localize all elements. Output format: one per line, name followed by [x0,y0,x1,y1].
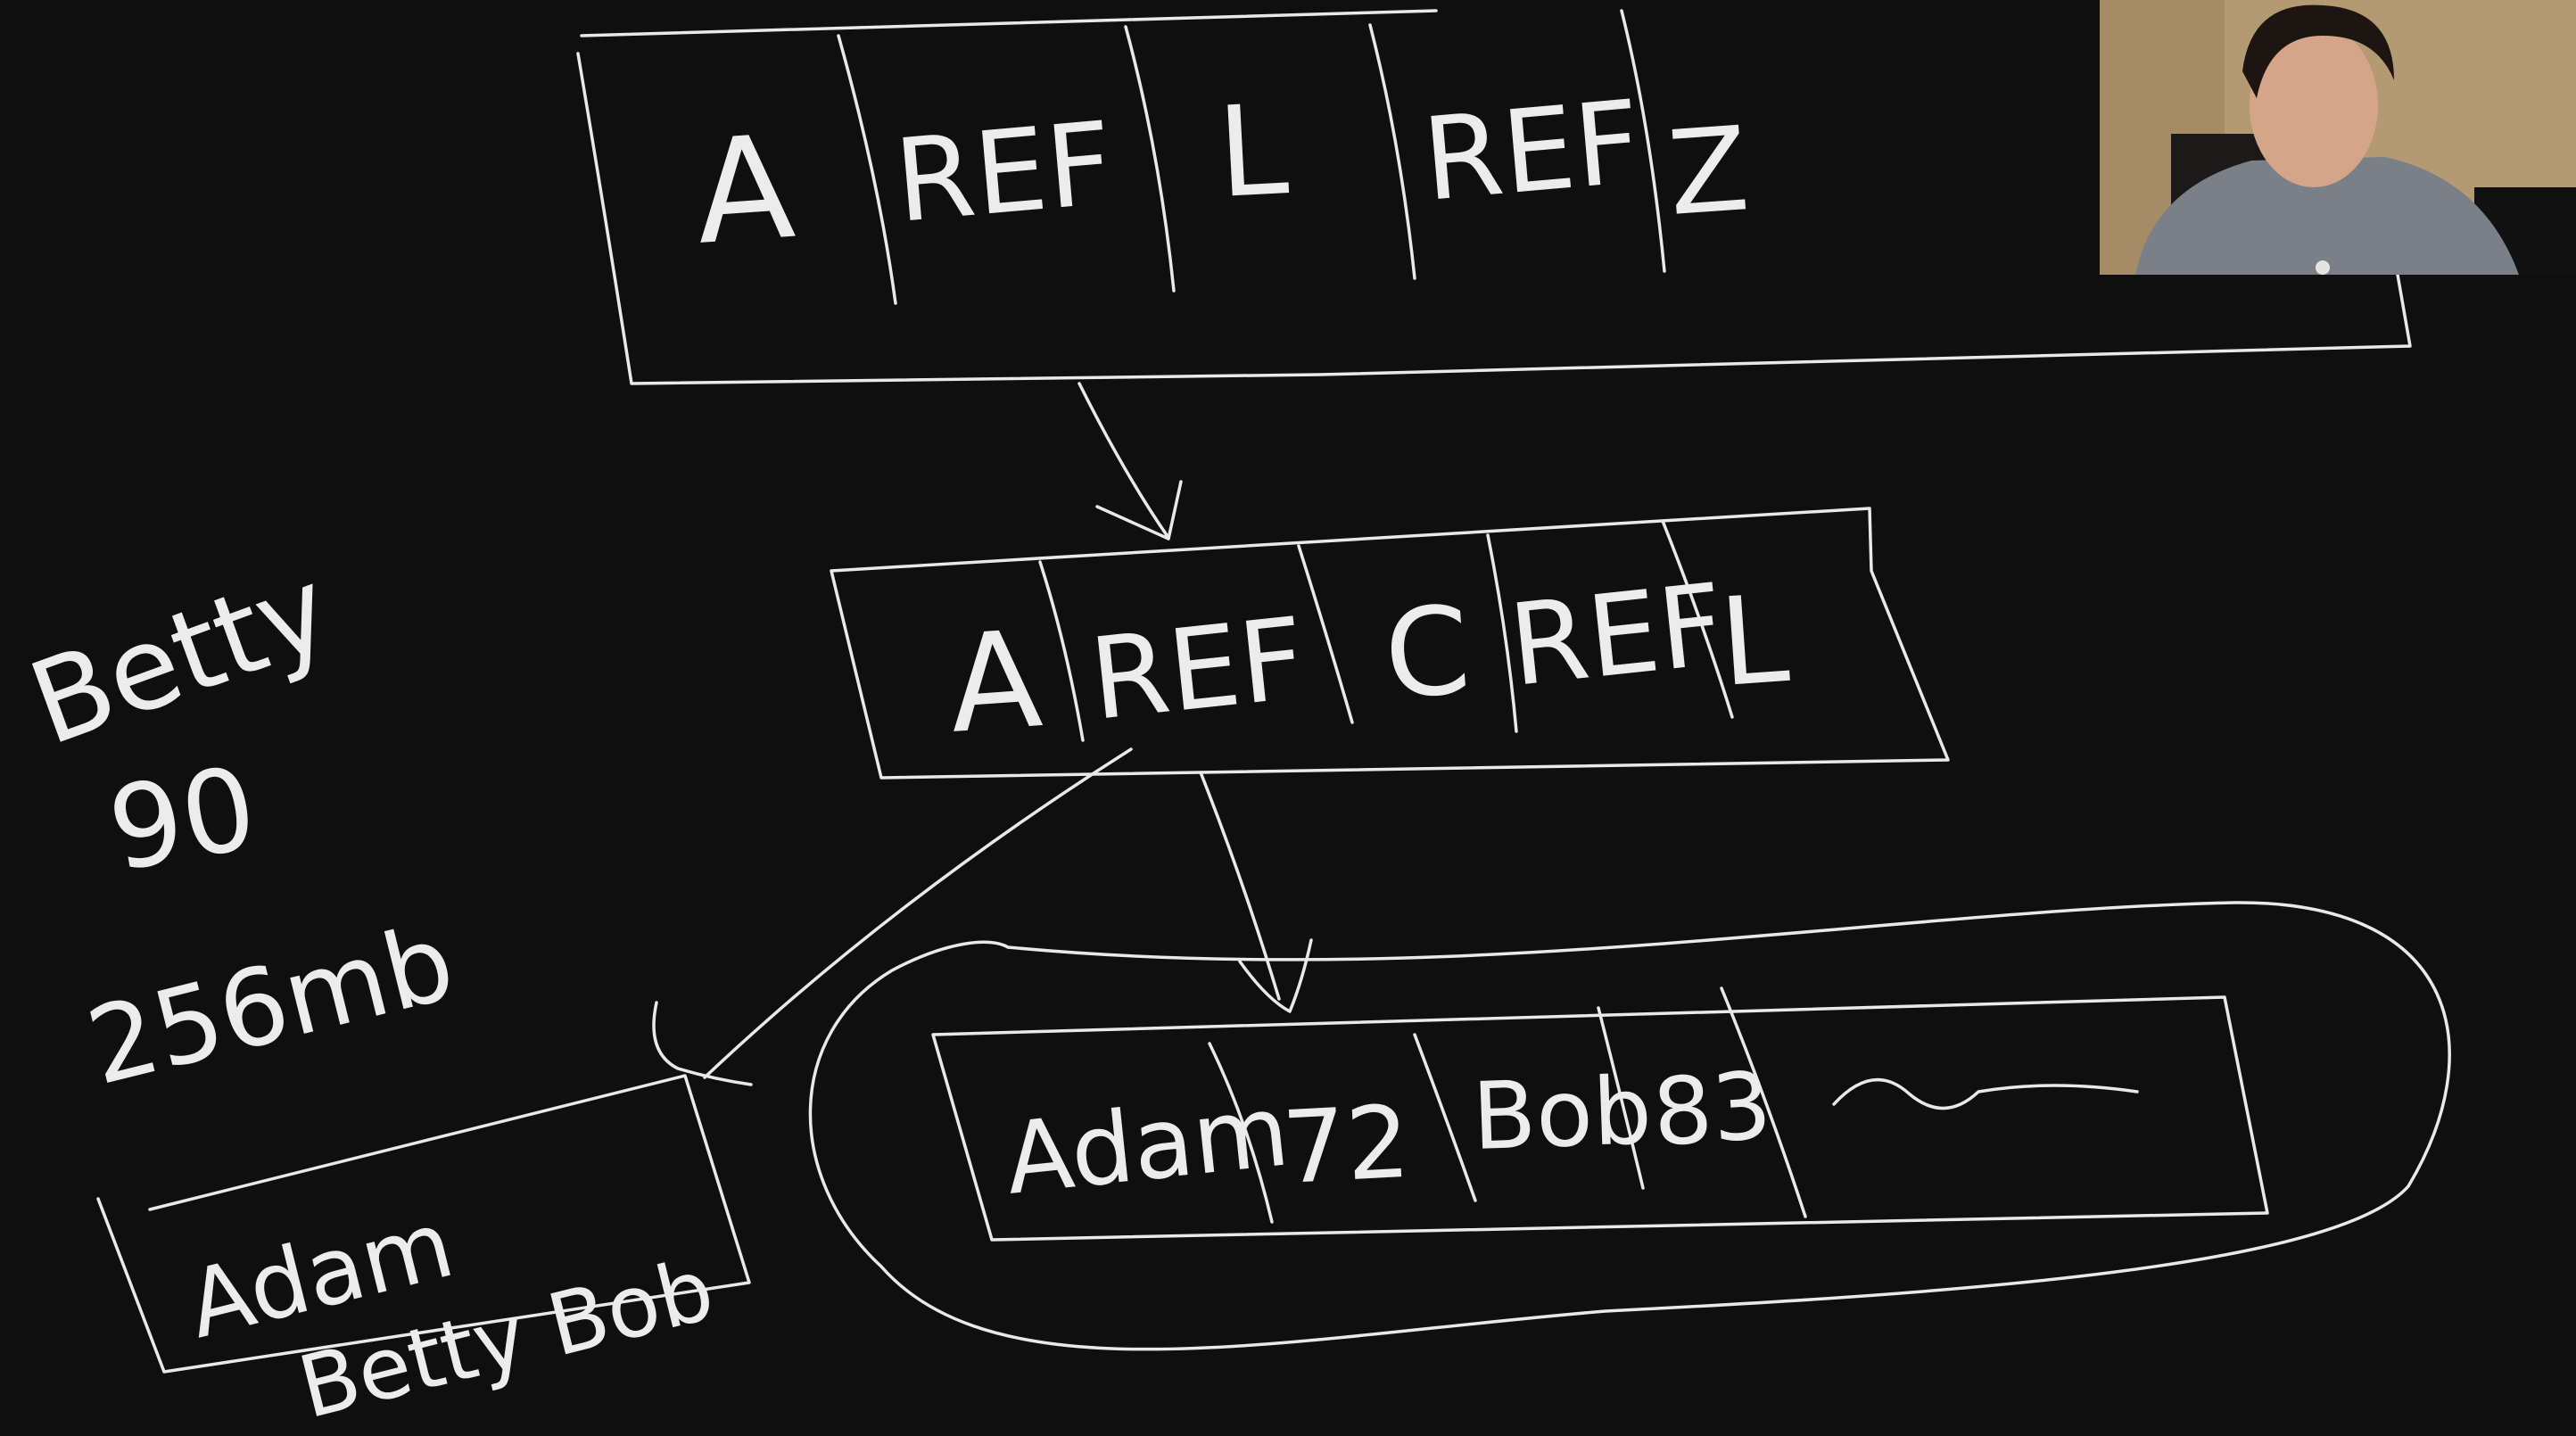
leaf-record-squiggle [1832,1077,2139,1110]
presenter-video [2100,0,2576,275]
top-record-cell-5: Z [1664,101,1753,242]
arrow-top-to-middle [1077,382,1183,541]
middle-record-cell-2: REF [1085,593,1311,746]
side-note-name: Betty [14,542,347,772]
middle-record-cell-1: A [944,602,1046,763]
leaf-record-cell-4: 83 [1649,1051,1775,1168]
middle-record: A REF C REF L [830,507,1950,780]
middle-record-cell-5: L [1715,569,1793,714]
top-record-cell-1: A [690,103,799,276]
leaf-record-cell-1: Adam [1000,1073,1293,1217]
top-record-cell-4: REF [1418,76,1646,227]
leaf-record-cell-3: Bob [1471,1056,1654,1171]
middle-record-cell-4: REF [1504,559,1730,712]
leaf-record-cell-2: 72 [1280,1085,1413,1207]
top-record-cell-2: REF [890,97,1118,249]
arrow-middle-to-small-page [652,747,1133,1086]
middle-record-cell-3: C [1380,581,1474,727]
leaf-highlight-oval [808,901,2451,1351]
leaf-record: Adam 72 Bob 83 [931,986,2269,1242]
top-record-cell-3: L [1214,78,1291,227]
side-notes: Betty 90 256mb [14,542,466,1109]
side-note-size: 256mb [76,900,465,1109]
top-record: A REF L REF Z [576,9,2412,385]
arrow-middle-to-leaf [1199,771,1313,1013]
small-page: Adam Betty Bob [96,1074,751,1436]
side-note-number: 90 [100,742,266,898]
webcam-overlay [2100,0,2576,275]
